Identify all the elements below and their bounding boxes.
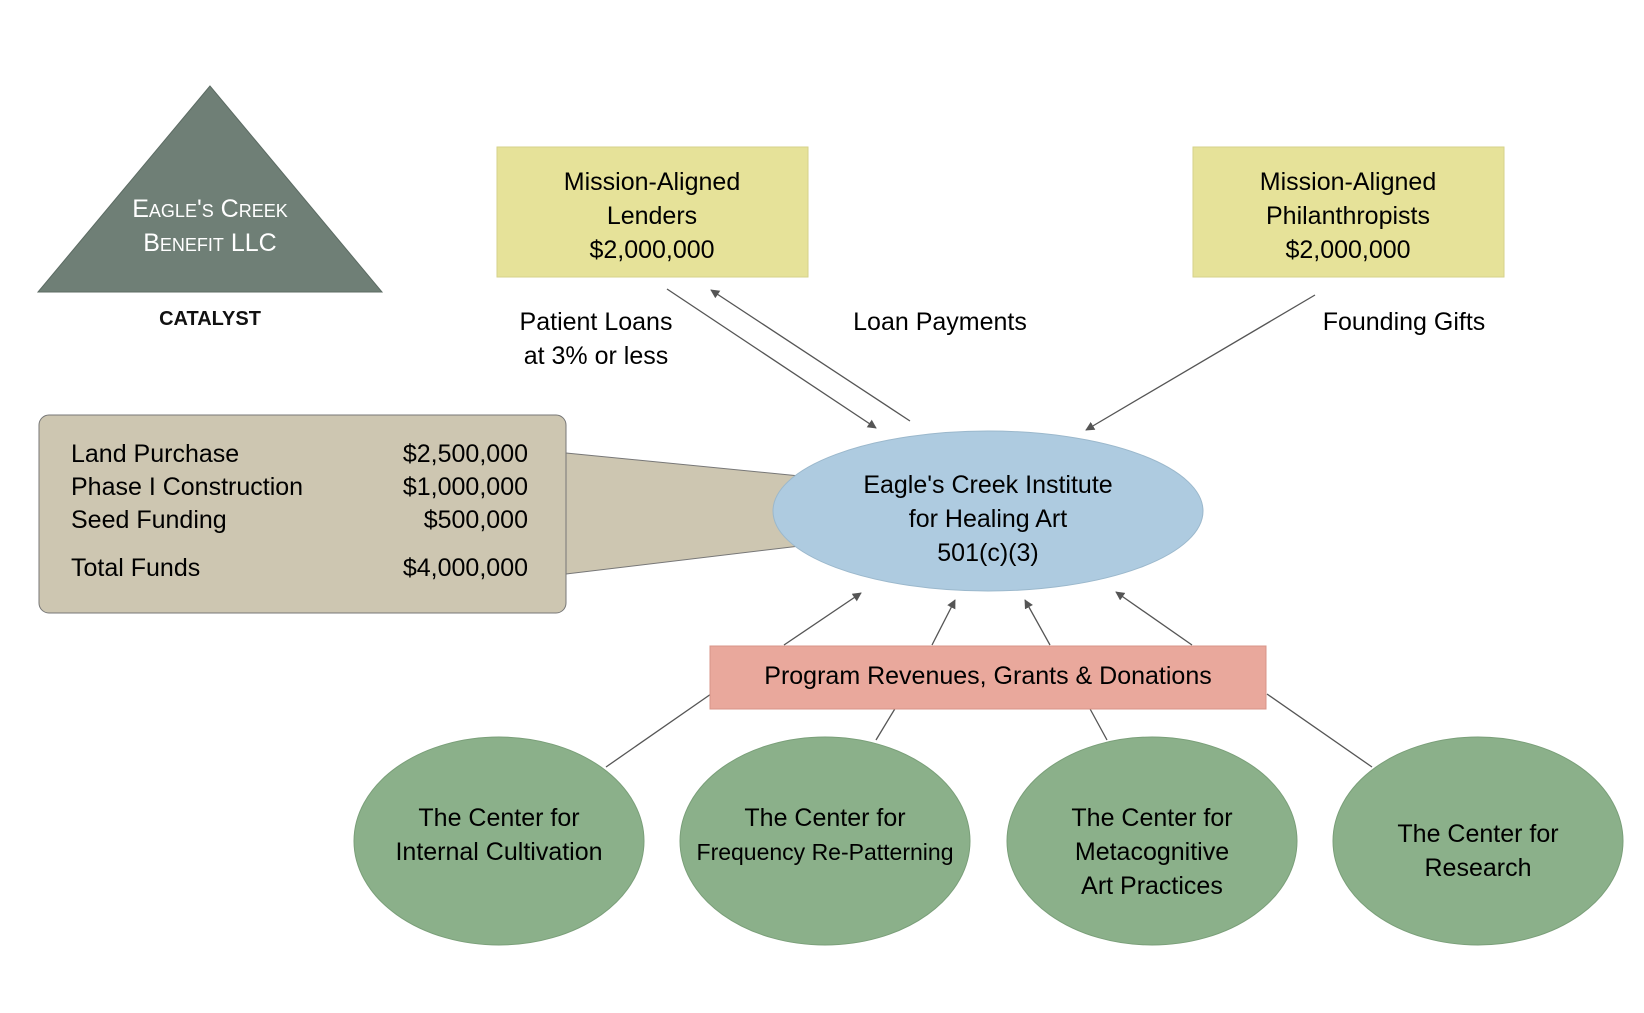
revenues-label: Program Revenues, Grants & Donations: [764, 662, 1211, 690]
funds-item-label-2: Seed Funding: [71, 506, 227, 534]
loan-payments-arrow: [710, 289, 911, 422]
center-3-line2: Research: [1425, 854, 1532, 882]
center-link-4: [1266, 693, 1373, 768]
catalyst-name-line2: Benefit LLC: [143, 229, 276, 257]
center-link-1: [605, 693, 712, 768]
catalyst-triangle: [36, 85, 384, 293]
revenue-arrow-1: [783, 592, 862, 646]
catalyst-role-label: CATALYST: [159, 308, 261, 330]
center-group-2: The Center for Metacognitive Art Practic…: [1006, 736, 1298, 946]
funds-box: [38, 414, 567, 614]
revenue-arrow-4: [1115, 591, 1193, 646]
lenders-line1: Mission-Aligned: [564, 168, 740, 196]
founding-gifts-label: Founding Gifts: [1323, 308, 1486, 336]
institute-group: Eagle's Creek Institute for Healing Art …: [772, 430, 1204, 592]
center-0-line2: Internal Cultivation: [395, 838, 602, 866]
institute-line1: Eagle's Creek Institute: [863, 471, 1112, 499]
center-ellipse-2: [1006, 736, 1298, 946]
revenue-arrow-2: [931, 599, 956, 646]
center-group-3: The Center for Research: [1332, 736, 1624, 946]
funds-total-amount: $4,000,000: [403, 554, 528, 582]
center-ellipse-0: [353, 736, 645, 946]
patient-loans-label-line2: at 3% or less: [524, 342, 669, 370]
center-1-line2: Frequency Re-Patterning: [697, 839, 954, 865]
lenders-group: Mission-Aligned Lenders $2,000,000: [496, 146, 809, 278]
founding-gifts-arrow: [1085, 294, 1316, 431]
funds-callout-edge-top: [565, 452, 801, 477]
philanthropists-amount: $2,000,000: [1285, 236, 1410, 264]
funds-item-amount-2: $500,000: [424, 506, 528, 534]
center-group-0: The Center for Internal Cultivation: [353, 736, 645, 946]
revenue-arrow-3: [1024, 599, 1051, 646]
funds-total-label: Total Funds: [71, 554, 200, 582]
catalyst-group: Eagle's Creek Benefit LLC CATALYST: [36, 85, 384, 330]
lenders-line2: Lenders: [607, 202, 697, 230]
funds-item-amount-1: $1,000,000: [403, 473, 528, 501]
funds-item-amount-0: $2,500,000: [403, 440, 528, 468]
patient-loans-label-line1: Patient Loans: [520, 308, 673, 336]
institute-line2: for Healing Art: [909, 505, 1067, 533]
funds-callout-edge-bottom: [565, 545, 801, 575]
philanthropists-group: Mission-Aligned Philanthropists $2,000,0…: [1192, 146, 1505, 278]
center-1-line1: The Center for: [744, 804, 905, 832]
philanthropists-line2: Philanthropists: [1266, 202, 1430, 230]
loan-payments-label: Loan Payments: [853, 308, 1027, 336]
center-link-3: [1088, 706, 1108, 741]
lenders-box: [496, 146, 809, 278]
catalyst-name-line1: Eagle's Creek: [132, 195, 288, 223]
institute-line3: 501(c)(3): [937, 539, 1038, 567]
center-2-line2: Metacognitive: [1075, 838, 1229, 866]
philanthropists-line1: Mission-Aligned: [1260, 168, 1436, 196]
funds-item-label-0: Land Purchase: [71, 440, 239, 468]
center-0-line1: The Center for: [418, 804, 579, 832]
patient-loans-arrow: [666, 288, 877, 429]
funds-callout-wedge: [566, 453, 800, 574]
center-group-1: The Center for Frequency Re-Patterning: [679, 736, 971, 946]
lenders-amount: $2,000,000: [589, 236, 714, 264]
center-ellipse-3: [1332, 736, 1624, 946]
center-ellipse-1: [679, 736, 971, 946]
funds-item-label-1: Phase I Construction: [71, 473, 303, 501]
center-2-line3: Art Practices: [1081, 872, 1223, 900]
institute-ellipse: [772, 430, 1204, 592]
center-link-2: [875, 706, 897, 741]
funds-group: Land Purchase $2,500,000 Phase I Constru…: [38, 414, 567, 614]
center-2-line1: The Center for: [1071, 804, 1232, 832]
revenues-box: [709, 645, 1267, 710]
center-3-line1: The Center for: [1397, 820, 1558, 848]
revenues-group: Program Revenues, Grants & Donations: [709, 645, 1267, 710]
philanthropists-box: [1192, 146, 1505, 278]
